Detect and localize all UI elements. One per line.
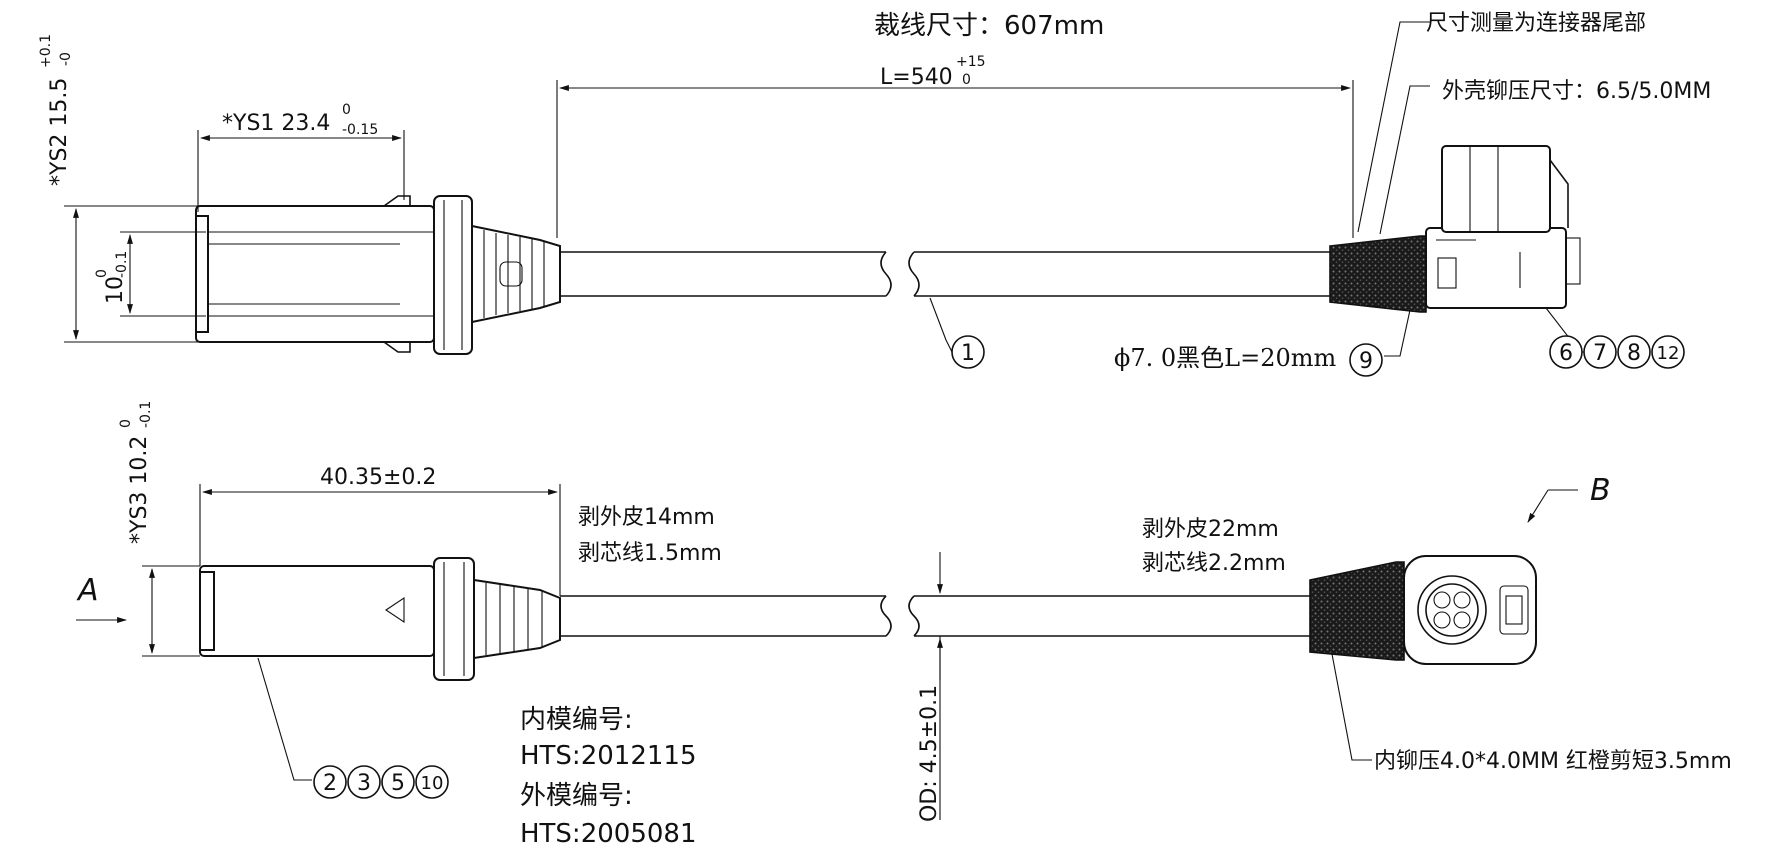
- strip-right-1: 剥外皮22mm: [1142, 517, 1279, 542]
- ys1-tol-upper: 0: [342, 102, 351, 118]
- strip-left-2: 剥芯线1.5mm: [578, 541, 722, 566]
- bottom-sleeve: [1309, 561, 1405, 661]
- view-b-label: B: [1590, 473, 1611, 508]
- dim10-tol-lower: -0.1: [114, 251, 130, 278]
- bottom-right-connector: [1403, 555, 1537, 665]
- strip-left-1: 剥外皮14mm: [578, 505, 715, 530]
- length-tol-upper: +15: [956, 54, 986, 70]
- bottom-cable: [560, 595, 1310, 637]
- ys3-dim: *YS3 10.2: [127, 436, 152, 544]
- ys3-tol-upper: 0: [118, 419, 134, 428]
- balloons-left-connector: 2 3 5 10: [313, 765, 449, 799]
- top-right-connector: [1425, 145, 1581, 309]
- ys3-group: *YS3 10.2 0 -0.1: [118, 401, 154, 544]
- bottom-left-connector: [199, 557, 561, 681]
- top-left-connector: [195, 195, 561, 355]
- top-cable: [560, 251, 1330, 297]
- dim-40: 40.35±0.2: [320, 465, 436, 490]
- dim10-tol-upper: 0: [94, 269, 110, 278]
- balloon-r1: 6: [1559, 341, 1573, 366]
- balloon-cable: 1: [951, 335, 985, 369]
- dim10-dim: 10: [103, 276, 128, 304]
- inner-mold-label: 内模编号:: [520, 705, 633, 735]
- balloon-sleeve: 9: [1349, 343, 1383, 377]
- ys2-tol-lower: -0: [58, 52, 74, 66]
- length-tol-lower: 0: [962, 72, 971, 88]
- balloon-r2: 7: [1593, 341, 1607, 366]
- top-view: [64, 21, 1600, 357]
- od-group: OD: 4.5±0.1: [917, 685, 942, 822]
- od-label: OD: 4.5±0.1: [917, 685, 942, 822]
- bottom-dimensions: [76, 484, 1578, 820]
- balloon-cable-num: 1: [961, 341, 975, 366]
- outer-mold-label: 外模编号:: [520, 781, 633, 811]
- balloon-l4: 10: [421, 773, 444, 794]
- balloon-l3: 5: [391, 771, 405, 796]
- cut-length-label: 裁线尺寸：607mm: [874, 11, 1104, 41]
- ys3-tol-lower: -0.1: [138, 401, 154, 428]
- bottom-view: [76, 484, 1578, 820]
- balloon-r3: 8: [1627, 341, 1641, 366]
- ys2-tol-upper: +0.1: [38, 34, 54, 68]
- measure-note: 尺寸测量为连接器尾部: [1426, 11, 1646, 36]
- view-a-label: A: [76, 573, 99, 608]
- shell-crimp-note: 外壳铆压尺寸：6.5/5.0MM: [1442, 79, 1711, 104]
- sleeve-note: ϕ7. 0黑色L=20mm: [1114, 344, 1336, 372]
- balloons-right-connector: 6 7 8 12: [1549, 335, 1685, 369]
- balloon-l1: 2: [323, 771, 337, 796]
- top-dimensions: [64, 80, 1354, 343]
- balloon-r4: 12: [1657, 343, 1680, 364]
- strip-right-2: 剥芯线2.2mm: [1142, 551, 1286, 576]
- ys1-tol-lower: -0.15: [342, 122, 378, 138]
- length-dim: L=540: [880, 65, 953, 90]
- dim10-group: 10 0 -0.1: [94, 251, 130, 304]
- balloon-l2: 3: [357, 771, 371, 796]
- ys2-dim: *YS2 15.5: [47, 78, 72, 186]
- ys1-dim: *YS1 23.4: [222, 111, 330, 136]
- outer-mold-number: HTS:2005081: [520, 819, 697, 849]
- ys2-group: *YS2 15.5 +0.1 -0: [38, 34, 74, 186]
- bottom-leaders: [257, 653, 1372, 781]
- balloon-sleeve-num: 9: [1359, 349, 1373, 374]
- inner-mold-number: HTS:2012115: [520, 741, 697, 771]
- inner-crimp-note: 内铆压4.0*4.0MM 红橙剪短3.5mm: [1374, 749, 1732, 774]
- top-sleeve: [1329, 235, 1427, 313]
